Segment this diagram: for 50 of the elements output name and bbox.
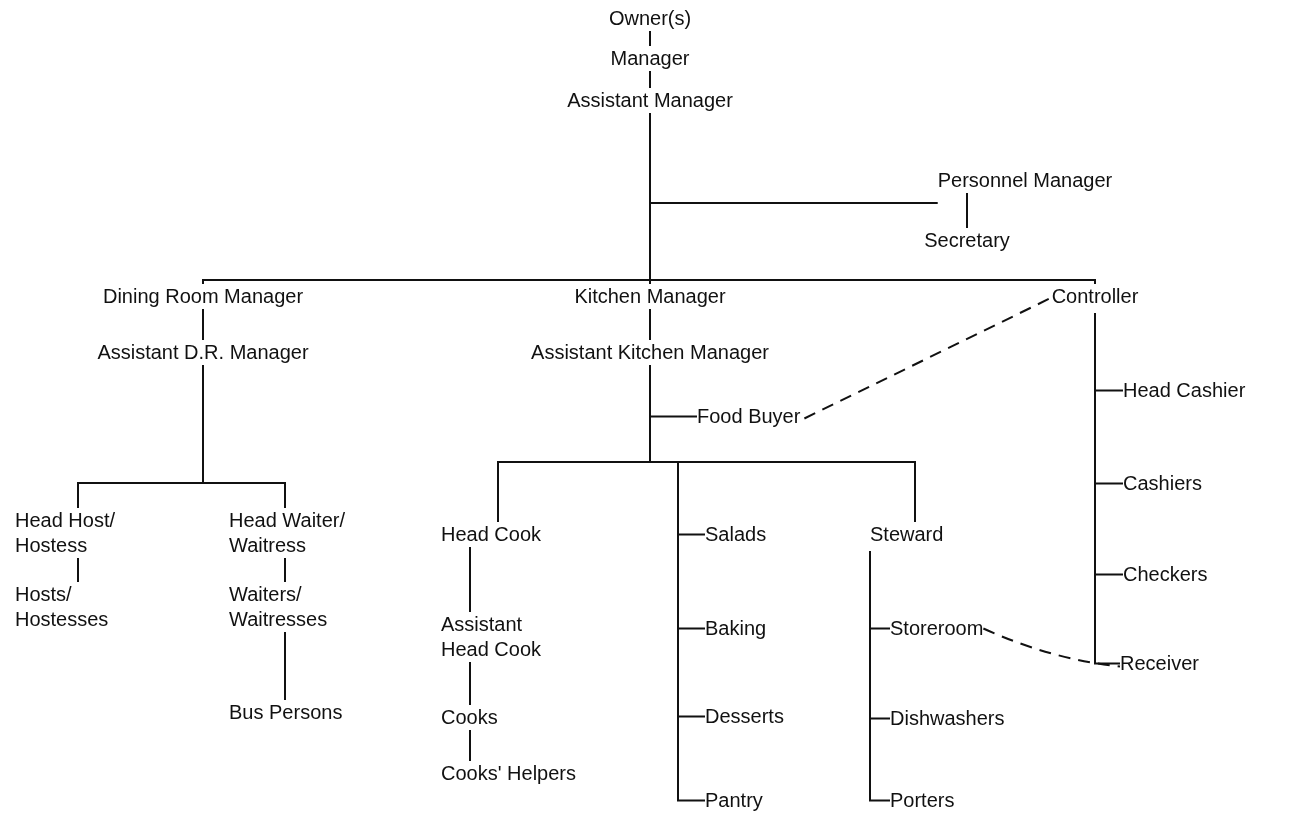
job-title: Kitchen Manager — [574, 284, 726, 309]
connector-line — [649, 30, 651, 47]
job-title: Waiters/ Waitresses — [229, 582, 349, 632]
job-title: Salads — [705, 522, 767, 547]
connector-line — [469, 729, 471, 762]
connector-line — [284, 557, 286, 583]
job-title: Assistant Manager — [567, 88, 733, 113]
dashed-connector-line — [982, 627, 1121, 668]
job-title: Desserts — [705, 704, 784, 729]
job-title: Pantry — [705, 788, 763, 813]
job-title: Hosts/ Hostesses — [15, 582, 135, 632]
job-title: Assistant Kitchen Manager — [531, 340, 769, 365]
connector-line — [77, 557, 79, 583]
dashed-connector-line — [803, 297, 1051, 420]
job-title: Head Host/ Hostess — [15, 508, 127, 558]
job-title: Steward — [870, 522, 944, 547]
job-title: Head Cashier — [1123, 378, 1246, 403]
job-title: Secretary — [924, 228, 1010, 253]
job-title: Owner(s) — [608, 6, 692, 31]
job-title: Porters — [890, 788, 955, 813]
job-title: Controller — [1051, 284, 1139, 309]
connector-line — [202, 308, 204, 341]
job-title: Food Buyer — [697, 404, 801, 429]
job-title: Dining Room Manager — [102, 284, 304, 309]
connector-line — [966, 192, 968, 229]
job-title: Bus Persons — [229, 700, 343, 725]
job-title: Head Cook — [441, 522, 542, 547]
job-title: Cooks' Helpers — [441, 761, 576, 786]
job-title: Baking — [705, 616, 767, 641]
job-title: Head Waiter/ Waitress — [229, 508, 357, 558]
connector-line — [202, 364, 286, 509]
job-title: Assistant D.R. Manager — [97, 340, 309, 365]
connector-line — [869, 550, 891, 802]
job-title: Dishwashers — [890, 706, 1005, 731]
connector-line — [469, 661, 471, 706]
connector-line — [649, 364, 916, 523]
job-title: Storeroom — [890, 616, 984, 641]
job-title: Personnel Manager — [937, 168, 1113, 193]
job-title: Cashiers — [1123, 471, 1202, 496]
connector-line — [469, 546, 471, 613]
connector-line — [649, 70, 651, 89]
connector-line — [1094, 312, 1121, 665]
job-title: Cooks — [441, 705, 498, 730]
connector-line — [284, 631, 286, 701]
job-title: Manager — [610, 46, 690, 71]
connector-line — [649, 112, 1096, 285]
job-title: Receiver — [1120, 651, 1199, 676]
job-title: Checkers — [1123, 562, 1208, 587]
job-title: Assistant Head Cook — [441, 612, 553, 662]
connector-line — [649, 308, 651, 341]
